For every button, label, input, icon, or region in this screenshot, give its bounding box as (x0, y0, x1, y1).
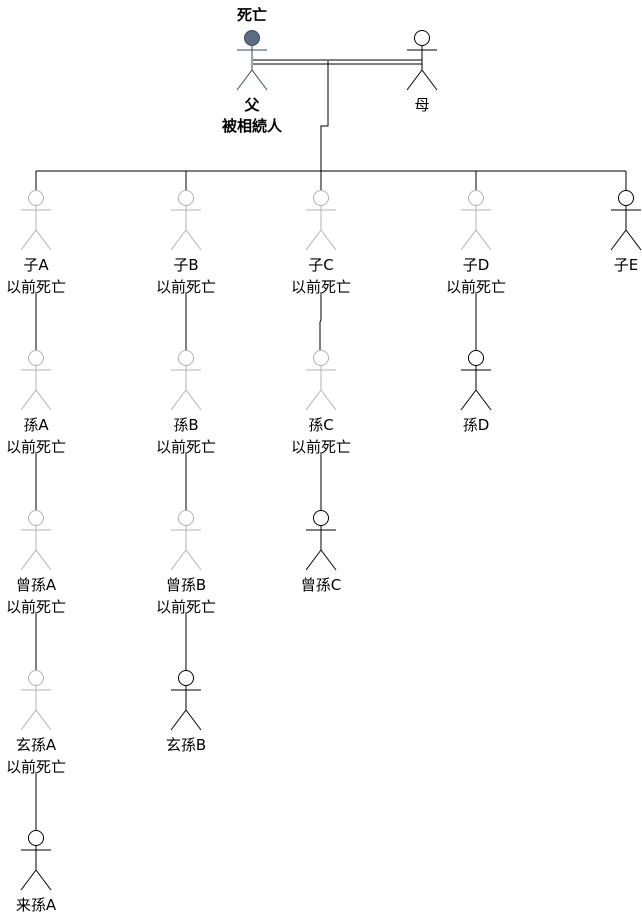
person-name-label: 孫C (308, 416, 334, 434)
person-note-label: 以前死亡 (155, 278, 217, 296)
person-name-label: 曾孫C (300, 576, 342, 594)
actor-left-leg (170, 709, 187, 731)
actor-left-leg (305, 549, 322, 571)
actor-left-leg (406, 69, 423, 91)
person-name-label: 子C (308, 256, 334, 274)
person-name-label: 孫A (23, 416, 49, 434)
actor-head (414, 30, 430, 46)
person-note-label: 以前死亡 (290, 278, 352, 296)
person-name-label: 孫B (173, 416, 199, 434)
actor-left-leg (236, 69, 253, 91)
actor-gggB (170, 670, 202, 731)
actor-head (468, 350, 484, 366)
actor-ggA (20, 510, 52, 571)
actor-left-leg (460, 229, 477, 251)
person-name-label: 子B (173, 256, 199, 274)
actor-ggC (305, 510, 337, 571)
person-name-label: 曾孫A (15, 576, 57, 594)
person-name-label: 子E (613, 256, 639, 274)
father-name-label: 父 (244, 96, 260, 114)
person-name-label: 玄孫B (165, 736, 207, 754)
actor-head (28, 510, 44, 526)
actor-right-leg (35, 869, 52, 891)
actor-left-leg (460, 389, 477, 411)
actor-right-leg (320, 229, 337, 251)
person-name-label: 曾孫B (165, 576, 207, 594)
actor-left-leg (20, 869, 37, 891)
actor-head (313, 510, 329, 526)
actor-childD (460, 190, 492, 251)
actor-grandB (170, 350, 202, 411)
actor-right-leg (475, 229, 492, 251)
person-note-label: 以前死亡 (155, 598, 217, 616)
person-name-label: 子A (23, 256, 49, 274)
person-note-label: 以前死亡 (5, 758, 67, 776)
actor-left-leg (170, 389, 187, 411)
actor-right-leg (35, 389, 52, 411)
father-status-label: 死亡 (236, 6, 268, 24)
actor-head (178, 190, 194, 206)
actor-childE (610, 190, 642, 251)
actor-grandA (20, 350, 52, 411)
actor-right-leg (185, 389, 202, 411)
person-note-label: 以前死亡 (445, 278, 507, 296)
actor-childA (20, 190, 52, 251)
actor-left-leg (305, 229, 322, 251)
person-name-label: 孫D (462, 416, 490, 434)
actor-left-leg (20, 389, 37, 411)
actor-right-leg (320, 389, 337, 411)
actor-head (618, 190, 634, 206)
actor-right-leg (185, 229, 202, 251)
person-note-label: 以前死亡 (5, 438, 67, 456)
actor-head (28, 190, 44, 206)
person-note-label: 以前死亡 (155, 438, 217, 456)
actor-gggA (20, 670, 52, 731)
actor-right-leg (35, 549, 52, 571)
person-note-label: 以前死亡 (290, 438, 352, 456)
actor-right-leg (475, 389, 492, 411)
actor-right-leg (35, 709, 52, 731)
actor-head (313, 190, 329, 206)
person-name-label: 来孫A (15, 896, 57, 914)
actor-left-leg (610, 229, 627, 251)
actor-left-leg (170, 229, 187, 251)
actor-left-leg (20, 549, 37, 571)
actor-right-leg (35, 229, 52, 251)
actor-grandD (460, 350, 492, 411)
actor-left-leg (20, 709, 37, 731)
actor-head (178, 350, 194, 366)
actor-head (28, 670, 44, 686)
father-role-label: 被相続人 (221, 117, 283, 135)
actor-head (244, 30, 260, 46)
actor-right-leg (421, 69, 438, 91)
actor-father (236, 30, 268, 91)
actor-ggB (170, 510, 202, 571)
actor-left-leg (170, 549, 187, 571)
actor-childB (170, 190, 202, 251)
actor-head (28, 350, 44, 366)
actor-head (28, 830, 44, 846)
line-childC-grandC (319, 292, 322, 350)
actor-head (178, 670, 194, 686)
actor-mother (406, 30, 438, 91)
actor-grandC (305, 350, 337, 411)
actor-head (468, 190, 484, 206)
actor-head (178, 510, 194, 526)
actor-right-leg (320, 549, 337, 571)
person-name-label: 玄孫A (15, 736, 57, 754)
actor-right-leg (625, 229, 642, 251)
actor-head (313, 350, 329, 366)
actor-left-leg (20, 229, 37, 251)
actor-childC (305, 190, 337, 251)
person-note-label: 以前死亡 (5, 598, 67, 616)
actor-ggggA (20, 830, 52, 891)
actor-right-leg (185, 549, 202, 571)
actor-right-leg (185, 709, 202, 731)
children-trunk-connector (320, 61, 329, 171)
person-note-label: 以前死亡 (5, 278, 67, 296)
mother-name-label: 母 (414, 96, 430, 114)
actor-left-leg (305, 389, 322, 411)
actor-right-leg (251, 69, 268, 91)
person-name-label: 子D (462, 256, 490, 274)
